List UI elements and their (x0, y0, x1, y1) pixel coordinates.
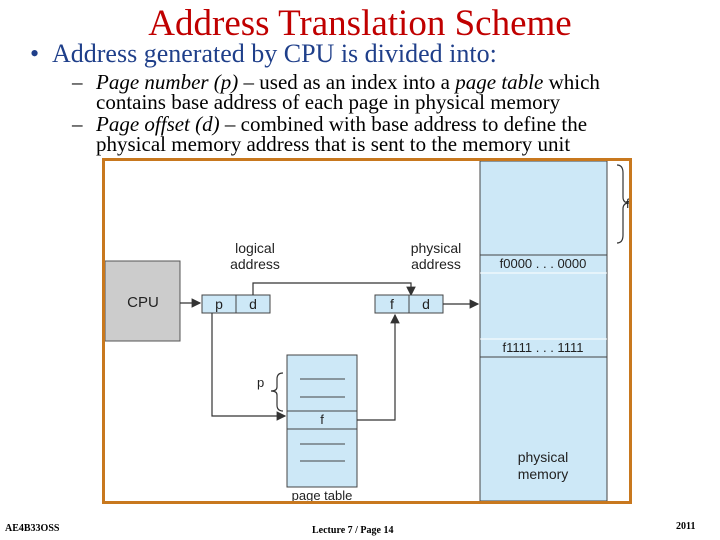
term-page-number: Page number (p) (96, 70, 239, 94)
memory-label-2: memory (518, 466, 569, 482)
page-table-label: page table (292, 488, 353, 501)
subbullet-2-text: – combined with base address to define t… (219, 112, 588, 136)
main-bullet-text: Address generated by CPU is divided into… (52, 39, 497, 68)
logical-d-label: d (249, 296, 257, 312)
physical-label-2: address (411, 256, 461, 272)
footer-lecture: Lecture 7 / Page 14 (312, 525, 394, 536)
footer-year: 2011 (676, 521, 696, 532)
logical-label-2: address (230, 256, 280, 272)
page-brace-label: p (257, 375, 264, 390)
physical-f-label: f (390, 296, 394, 312)
term-page-table: page table (455, 70, 544, 94)
address-translation-diagram: f0000 . . . 0000 f1111 . . . 1111 physic… (102, 158, 632, 504)
footer-course: AE4B33OSS (5, 523, 60, 534)
memory-label-1: physical (518, 449, 569, 465)
frame-end-label: f1111 . . . 1111 (503, 340, 584, 355)
subbullet-1-line2: contains base address of each page in ph… (96, 90, 561, 114)
dash-icon: – (72, 70, 83, 94)
logical-label-1: logical (235, 240, 275, 256)
main-bullet: • Address generated by CPU is divided int… (30, 38, 497, 70)
subbullet-1-tail: which (543, 70, 600, 94)
subbullet-2-line2: physical memory address that is sent to … (96, 132, 571, 156)
frame-brace-label: f (626, 196, 629, 211)
frame-start-label: f0000 . . . 0000 (500, 256, 587, 271)
page-brace-icon (270, 372, 284, 412)
subbullet-1-text: – used as an index into a (238, 70, 456, 94)
subbullet-page-number: –Page number (p) – used as an index into… (72, 70, 692, 114)
physical-memory-block (479, 160, 608, 502)
physical-d-label: d (422, 296, 430, 312)
dash-icon: – (72, 112, 83, 136)
diagram-svg: f0000 . . . 0000 f1111 . . . 1111 physic… (104, 160, 630, 503)
page-table-f-label: f (320, 412, 324, 427)
physical-label-1: physical (411, 240, 462, 256)
subbullet-page-offset: –Page offset (d) – combined with base ad… (72, 112, 692, 156)
term-page-offset: Page offset (d) (96, 112, 220, 136)
logical-p-label: p (215, 296, 223, 312)
bullet-dot-icon: • (30, 39, 40, 68)
slide-title: Address Translation Scheme (148, 3, 572, 44)
cpu-label: CPU (127, 294, 159, 311)
cpu-block (104, 260, 181, 342)
